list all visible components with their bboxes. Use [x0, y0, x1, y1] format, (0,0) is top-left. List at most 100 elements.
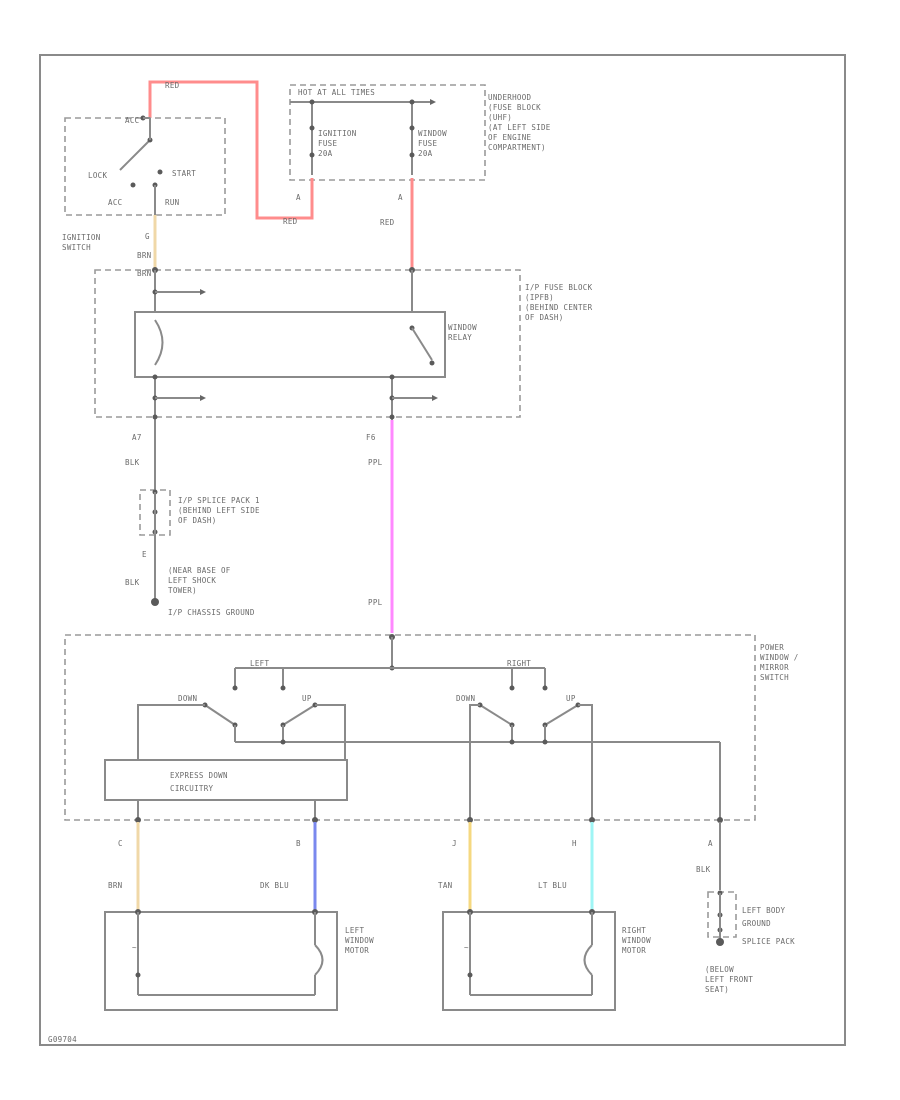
- ipfb-desc-1: I/P FUSE BLOCK: [525, 283, 593, 292]
- brn-wire-ignition: BRN BRN: [137, 215, 157, 278]
- uhf-desc-5: OF ENGINE: [488, 133, 532, 142]
- switch-pin-h: H: [572, 839, 577, 848]
- switch-left-label: LEFT: [250, 659, 269, 668]
- window-fuse-l3: 20A: [418, 149, 433, 158]
- ignition-fuse-l1: IGNITION: [318, 129, 357, 138]
- chassis-ground-symbol: [151, 598, 159, 606]
- left-body-ground: LEFT BODY GROUND SPLICE PACK (BELOW LEFT…: [705, 890, 795, 994]
- blk-label-body: BLK: [696, 865, 711, 874]
- switch-desc-3: MIRROR: [760, 663, 789, 672]
- ignition-fuse-l3: 20A: [318, 149, 333, 158]
- ign-name-1: IGNITION: [62, 233, 101, 242]
- ign-pos-acc-top: ACC: [125, 116, 139, 125]
- right-motor-label-1: RIGHT: [622, 926, 646, 935]
- relay-name-1: WINDOW: [448, 323, 477, 332]
- switch-left-up: UP: [302, 694, 312, 703]
- uhf-pin-a1: A: [296, 193, 301, 202]
- ignition-switch: ACC LOCK START RUN ACC IGNITION SWITCH G: [62, 115, 226, 252]
- uhf-pin-a2: A: [398, 193, 403, 202]
- uhf-desc-4: (AT LEFT SIDE: [488, 123, 551, 132]
- ign-pos-acc-bottom: ACC: [108, 198, 122, 207]
- red-label-bottom: RED: [283, 217, 298, 226]
- ign-name-2: SWITCH: [62, 243, 91, 252]
- ltblu-label: LT BLU: [538, 881, 567, 890]
- left-window-motor: ~ LEFT WINDOW MOTOR: [104, 909, 374, 1011]
- red-label-right: RED: [380, 218, 395, 227]
- express-label-2: CIRCUITRY: [170, 784, 214, 793]
- footer-code: G09704: [48, 1035, 77, 1044]
- red-label-top: RED: [165, 81, 180, 90]
- left-motor-label-3: MOTOR: [345, 946, 369, 955]
- diagram-frame: [39, 54, 846, 1046]
- right-motor-label-3: MOTOR: [622, 946, 646, 955]
- switch-pin-b: B: [296, 839, 301, 848]
- express-down-circuitry: [104, 759, 348, 801]
- splice-desc-3: OF DASH): [178, 516, 217, 525]
- brn-label-ipfb: BRN: [137, 269, 151, 278]
- brn-label-motor: BRN: [108, 881, 122, 890]
- body-ground-loc-2: LEFT FRONT: [705, 975, 753, 984]
- blk-label-2: BLK: [125, 578, 140, 587]
- body-ground-loc-3: SEAT): [705, 985, 729, 994]
- hot-at-all-times-label: HOT AT ALL TIMES: [298, 88, 375, 97]
- ign-pos-start: START: [172, 169, 196, 178]
- uhf-desc-6: COMPARTMENT): [488, 143, 546, 152]
- switch-desc-1: POWER: [760, 643, 784, 652]
- ground-desc-3: TOWER): [168, 586, 197, 595]
- ign-pos-run: RUN: [165, 198, 179, 207]
- body-ground-desc-1: LEFT BODY: [742, 906, 786, 915]
- red-wire-ignition: RED RED: [148, 80, 314, 226]
- uhf-desc-3: (UHF): [488, 113, 512, 122]
- switch-pin-j: J: [452, 839, 457, 848]
- switch-pin-c: C: [118, 839, 123, 848]
- window-fuse-l1: WINDOW: [418, 129, 447, 138]
- motor-wires: BRN DK BLU TAN LT BLU BLK: [108, 822, 721, 912]
- splice-desc-2: (BEHIND LEFT SIDE: [178, 506, 260, 515]
- express-label-1: EXPRESS DOWN: [170, 771, 228, 780]
- splice-desc-1: I/P SPLICE PACK 1: [178, 496, 260, 505]
- red-wire-window: RED: [380, 178, 414, 268]
- ground-desc-4: I/P CHASSIS GROUND: [168, 608, 255, 617]
- window-relay-box: [134, 311, 446, 378]
- ground-desc-2: LEFT SHOCK: [168, 576, 216, 585]
- blk-wire-splice: BLK: [125, 440, 156, 490]
- ipfb-pin-f6: F6: [366, 433, 376, 442]
- ipfb-desc-4: OF DASH): [525, 313, 564, 322]
- right-motor-marker-1: ~: [464, 943, 469, 952]
- ppl-label-1: PPL: [368, 458, 383, 467]
- ipfb-desc-3: (BEHIND CENTER: [525, 303, 593, 312]
- right-motor-label-2: WINDOW: [622, 936, 651, 945]
- ign-pin-g: G: [145, 232, 150, 241]
- tan-label: TAN: [438, 881, 452, 890]
- splice-pin-e: E: [142, 550, 147, 559]
- left-motor-label-2: WINDOW: [345, 936, 374, 945]
- left-motor-label-1: LEFT: [345, 926, 364, 935]
- blk-label-1: BLK: [125, 458, 140, 467]
- switch-left-down: DOWN: [178, 694, 197, 703]
- power-window-switch: LEFT RIGHT DOWN UP DOWN UP: [64, 634, 798, 848]
- body-ground-desc-2: GROUND: [742, 919, 771, 928]
- ppl-label-2: PPL: [368, 598, 383, 607]
- ground-desc-1: (NEAR BASE OF: [168, 566, 231, 575]
- ppl-wire: PPL PPL: [368, 420, 394, 633]
- uhf-desc-2: (FUSE BLOCK: [488, 103, 541, 112]
- right-window-motor: ~ RIGHT WINDOW MOTOR: [442, 909, 651, 1011]
- relay-name-2: RELAY: [448, 333, 472, 342]
- underhood-fuse-block: HOT AT ALL TIMES IGNITION FUSE 20A WINDO…: [289, 84, 551, 202]
- switch-right-up: UP: [566, 694, 576, 703]
- switch-pin-a: A: [708, 839, 713, 848]
- switch-right-label: RIGHT: [507, 659, 531, 668]
- ign-pos-lock: LOCK: [88, 171, 107, 180]
- body-ground-desc-3: SPLICE PACK: [742, 937, 795, 946]
- ipfb-desc-2: (IPFB): [525, 293, 554, 302]
- left-motor-marker-1: ~: [132, 943, 137, 952]
- window-fuse-l2: FUSE: [418, 139, 437, 148]
- switch-right-down: DOWN: [456, 694, 475, 703]
- ipfb-pin-a7: A7: [132, 433, 142, 442]
- dkblu-label: DK BLU: [260, 881, 289, 890]
- uhf-desc-1: UNDERHOOD: [488, 93, 532, 102]
- brn-label-ign: BRN: [137, 251, 151, 260]
- ip-fuse-block: WINDOW RELAY I/P FUSE BLOCK (IPFB) (BEHI…: [94, 267, 593, 442]
- body-ground-loc-1: (BELOW: [705, 965, 734, 974]
